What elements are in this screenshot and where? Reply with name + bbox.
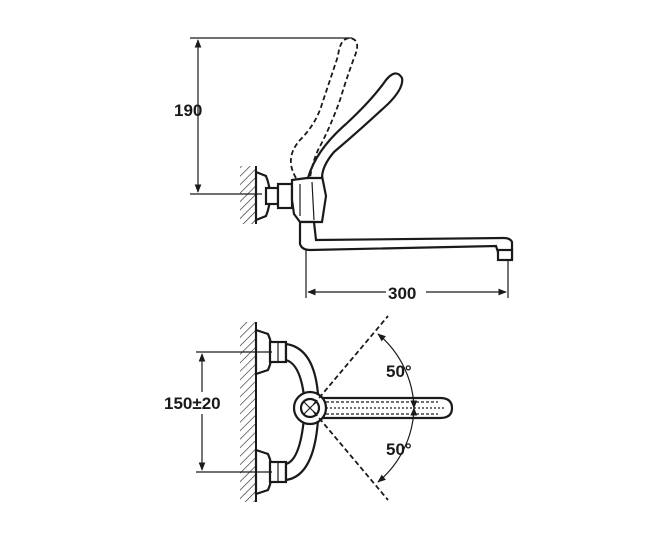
angle-label-down: 50° (386, 440, 412, 459)
wall-hatch-side (240, 166, 256, 224)
spout-aerator (496, 248, 514, 262)
lever-handle-solid (306, 72, 404, 180)
body-arm-lower (284, 416, 320, 482)
angle-arc-down (377, 407, 418, 483)
body-arm-upper (284, 342, 320, 398)
spacing-dim-label: 150±20 (164, 394, 221, 413)
wall-hatch-top (240, 322, 256, 502)
swing-ray-down (313, 411, 389, 501)
flange-nut (264, 186, 280, 206)
top-view: 50° 50° 150±20 (162, 315, 454, 502)
spout (298, 220, 514, 260)
angle-label-up: 50° (386, 362, 412, 381)
swing-ray-up (313, 315, 389, 405)
length-dim-label: 300 (388, 284, 416, 303)
lever-handle-dashed (290, 37, 359, 179)
height-dim-label: 190 (174, 101, 202, 120)
mixer-body (290, 174, 328, 224)
angle-arc-up (377, 333, 418, 409)
connector-body (276, 182, 294, 210)
side-view: 190 300 (174, 37, 514, 303)
